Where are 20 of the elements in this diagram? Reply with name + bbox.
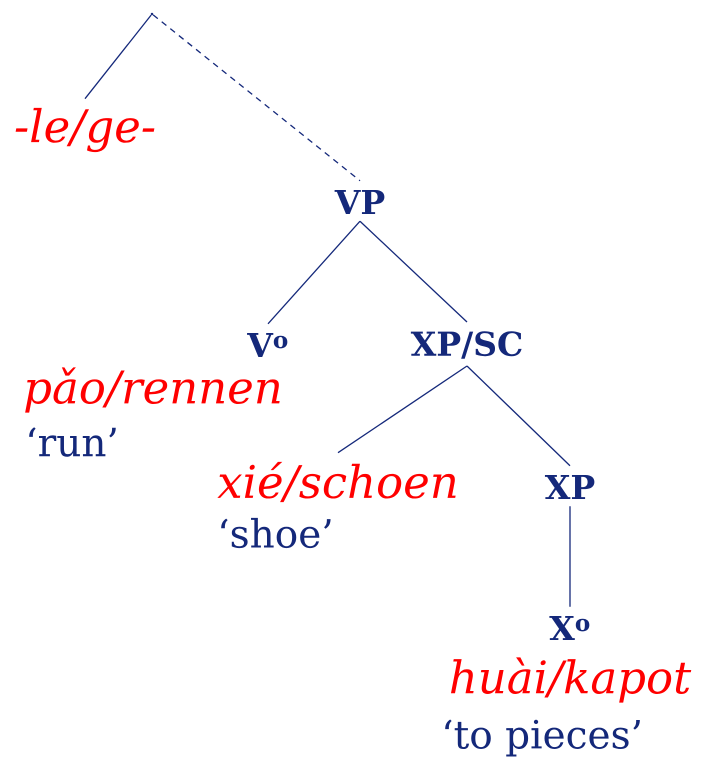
tree-branch: [338, 365, 468, 454]
gloss-text: ‘shoe’: [221, 518, 331, 548]
category-label: XP/SC: [410, 331, 522, 359]
tree-branch: [569, 506, 571, 607]
gloss-text: ‘to pieces’: [445, 719, 640, 757]
tree-branch: [84, 14, 152, 100]
word-form: huài/kapot: [450, 657, 692, 703]
word-form: pǎo/rennen: [25, 367, 280, 413]
category-label: X$^{o}$: [549, 616, 590, 640]
category-label: XP: [544, 474, 594, 500]
tree-branch: [360, 220, 468, 322]
gloss-text: ‘run’: [29, 427, 116, 457]
tree-branch: [466, 366, 570, 466]
word-form: -le/ge-: [16, 108, 154, 152]
category-label: VP: [334, 190, 384, 214]
tree-branch: [268, 220, 360, 324]
category-label: V$^{o}$: [247, 332, 288, 358]
word-form: xié/schoen: [217, 462, 456, 502]
tree-branch: [152, 14, 360, 182]
branch-point: [150, 12, 154, 16]
